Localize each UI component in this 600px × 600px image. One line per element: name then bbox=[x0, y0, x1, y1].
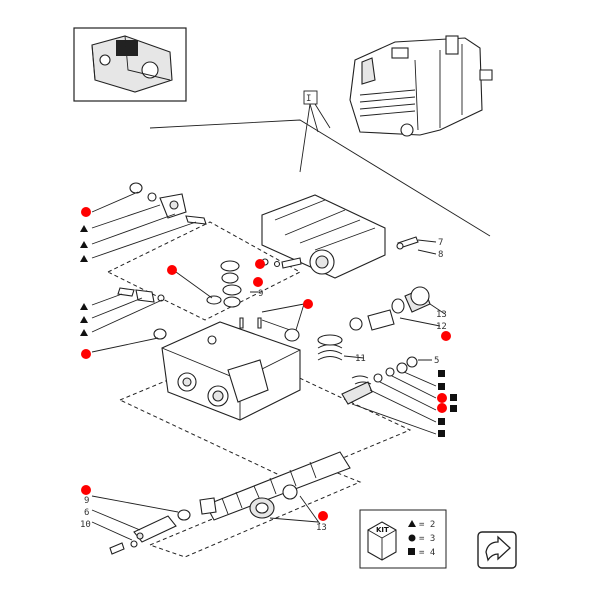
red-marker bbox=[81, 207, 91, 217]
next-page-arrow-icon[interactable] bbox=[477, 531, 517, 569]
triangle-markers bbox=[80, 225, 88, 336]
kit-circle-value: = 3 bbox=[419, 534, 435, 544]
callout-11: 11 bbox=[355, 354, 366, 364]
kit-legend: KIT = 2 = 3 = 4 bbox=[359, 509, 447, 569]
overview-marker-label: I bbox=[306, 94, 311, 104]
red-marker bbox=[318, 511, 328, 521]
red-marker bbox=[255, 259, 265, 269]
overview-thumbnail bbox=[73, 27, 187, 102]
valve-body bbox=[161, 321, 301, 421]
red-marker bbox=[253, 277, 263, 287]
spool-assembly bbox=[199, 451, 351, 521]
spring: 11 bbox=[317, 334, 366, 364]
square-icon bbox=[408, 548, 415, 555]
callout-8: 8 bbox=[438, 250, 443, 260]
callout-10: 10 bbox=[80, 520, 91, 530]
callout-7: 7 bbox=[438, 238, 443, 248]
red-marker bbox=[81, 485, 91, 495]
callout-9-top: 9 bbox=[258, 289, 263, 299]
red-marker bbox=[437, 403, 447, 413]
red-marker bbox=[303, 299, 313, 309]
kit-triangle-value: = 2 bbox=[419, 520, 435, 530]
red-marker bbox=[441, 331, 451, 341]
kit-square-value: = 4 bbox=[419, 548, 435, 558]
red-marker bbox=[81, 349, 91, 359]
callout-9-left: 9 bbox=[84, 496, 89, 506]
valve-cover bbox=[261, 194, 386, 279]
circle-icon bbox=[408, 534, 416, 542]
exploded-outline-top bbox=[106, 221, 302, 321]
callout-12: 12 bbox=[436, 322, 447, 332]
callout-13-bottom: 13 bbox=[316, 523, 327, 533]
callout-13-right: 13 bbox=[436, 310, 447, 320]
callout-6: 6 bbox=[84, 508, 89, 518]
valve-assembly-view: I bbox=[303, 35, 493, 137]
red-marker bbox=[167, 265, 177, 275]
red-markers bbox=[81, 207, 451, 521]
kit-title: KIT bbox=[376, 526, 389, 534]
triangle-icon bbox=[408, 520, 416, 527]
callout-5: 5 bbox=[434, 356, 439, 366]
square-markers bbox=[438, 370, 457, 437]
red-marker bbox=[437, 393, 447, 403]
